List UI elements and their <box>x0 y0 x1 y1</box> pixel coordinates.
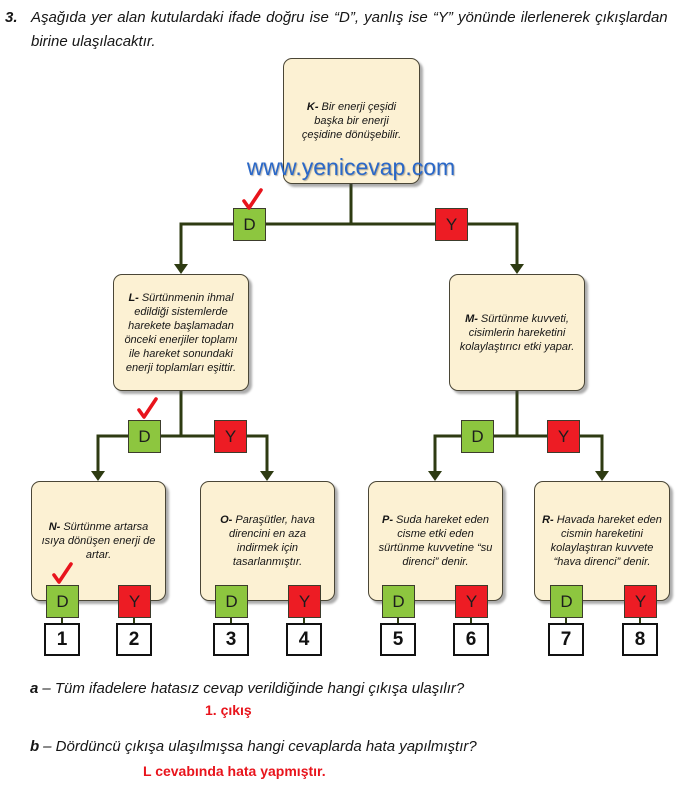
statement-line: O-Paraşütler, hava <box>220 513 315 527</box>
answer-b: L cevabında hata yapmıştır. <box>143 763 326 779</box>
statement-line: edildiği sistemlerde <box>134 305 228 318</box>
answer-a: 1. çıkış <box>205 702 252 718</box>
sub-question-letter: b <box>30 738 40 755</box>
branch-label-wrong: Y <box>547 420 580 453</box>
statement-line: K-Bir enerji çeşidi <box>307 100 396 114</box>
sub-question-b: b– Dördüncü çıkışa ulaşılmışsa hangi cev… <box>30 738 477 756</box>
question-text-line: Aşağıda yer alan kutulardaki ifade doğru… <box>31 9 668 26</box>
branch-label-correct: D <box>550 585 583 618</box>
statement-line: cisimlerin hareketini <box>468 326 566 339</box>
statement-line: cisme etki eden <box>397 528 474 540</box>
branch-label-correct: D <box>215 585 248 618</box>
exit-box-6: 6 <box>453 623 489 656</box>
statement-text: Sürtünme artarsa <box>63 521 149 533</box>
exit-box-4: 4 <box>286 623 322 656</box>
statement-line: N-Sürtünme artarsa <box>49 520 149 534</box>
exit-box-5: 5 <box>380 623 416 656</box>
branch-label-correct: D <box>382 585 415 618</box>
statement-line: M-Sürtünme kuvveti, <box>465 312 569 326</box>
statement-text: Bir enerji çeşidi <box>321 101 397 113</box>
statement-text: Sürtünmenin ihmal <box>141 291 234 304</box>
statement-line: “hava direnci” denir. <box>553 556 651 568</box>
statement-line: P-Suda hareket eden <box>382 513 489 527</box>
statement-text: Sürtünme kuvveti, <box>480 312 569 325</box>
statement-line: önceki enerjiler toplamı <box>124 333 238 346</box>
sub-question-text: – Tüm ifadelere hatasız cevap verildiğin… <box>42 680 465 697</box>
arrow-down-icon <box>428 471 442 481</box>
branch-label-wrong: Y <box>214 420 247 453</box>
arrow-down-icon <box>510 264 524 274</box>
statement-line: L-Sürtünmenin ihmal <box>128 291 233 305</box>
branch-label-wrong: Y <box>624 585 657 618</box>
statement-line: cismin hareketini <box>561 528 643 540</box>
statement-line: başka bir enerji <box>314 115 389 127</box>
statement-box-l: L-Sürtünmenin ihmal edildiği sistemlerde… <box>113 274 249 391</box>
statement-letter: R- <box>542 514 554 526</box>
statement-letter: P- <box>382 514 394 526</box>
sub-question-letter: a <box>30 680 39 697</box>
statement-box-m: M-Sürtünme kuvveti, cisimlerin hareketin… <box>449 274 585 391</box>
exit-box-8: 8 <box>622 623 658 656</box>
branch-label-correct: D <box>461 420 494 453</box>
statement-box-o: O-Paraşütler, hava direncini en aza indi… <box>200 481 335 601</box>
statement-line: direncini en aza <box>228 528 307 540</box>
statement-text: Suda hareket eden <box>396 514 489 526</box>
exit-box-2: 2 <box>116 623 152 656</box>
statement-line: çeşidine dönüşebilir. <box>301 129 402 141</box>
statement-line: artar. <box>85 549 112 561</box>
statement-box-r: R-Havada hareket eden cismin hareketini … <box>534 481 670 601</box>
statement-text: Paraşütler, hava <box>235 514 315 526</box>
statement-line: kolaylaştırıcı etki yapar. <box>459 340 575 353</box>
statement-line: direnci” denir. <box>402 556 469 568</box>
statement-line: sürtünme kuvvetine “su <box>378 542 493 554</box>
question-number: 3. <box>5 9 18 26</box>
arrow-down-icon <box>260 471 274 481</box>
statement-letter: N- <box>48 521 61 533</box>
sub-question-text: – Dördüncü çıkışa ulaşılmışsa hangi ceva… <box>43 738 477 755</box>
statement-line: tasarlanmıştır. <box>232 556 303 568</box>
arrow-down-icon <box>174 264 188 274</box>
statement-line: kolaylaştıran kuvvete <box>550 542 654 554</box>
statement-line: R-Havada hareket eden <box>542 513 662 527</box>
statement-letter: L- <box>128 291 139 304</box>
arrow-down-icon <box>595 471 609 481</box>
statement-letter: K- <box>306 101 319 113</box>
check-mark-icon <box>137 397 158 419</box>
statement-box-p: P-Suda hareket eden cisme etki eden sürt… <box>368 481 503 601</box>
exit-box-1: 1 <box>44 623 80 656</box>
statement-line: harekete başlamadan <box>128 319 234 332</box>
check-mark-icon <box>52 562 73 584</box>
branch-label-correct: D <box>46 585 79 618</box>
statement-letter: O- <box>220 514 233 526</box>
sub-question-a: a– Tüm ifadelere hatasız cevap verildiği… <box>30 680 464 698</box>
statement-line: indirmek için <box>236 542 299 554</box>
exit-box-3: 3 <box>213 623 249 656</box>
question-text-line: birine ulaşılacaktır. <box>31 33 156 50</box>
watermark: www.yenicevap.com <box>246 154 456 180</box>
statement-box-n: N-Sürtünme artarsa ısıya dönüşen enerji … <box>31 481 166 601</box>
branch-label-wrong: Y <box>118 585 151 618</box>
statement-line: ile hareket sonundaki <box>129 347 233 360</box>
statement-box-k: K-Bir enerji çeşidi başka bir enerji çeş… <box>283 58 420 184</box>
branch-label-wrong: Y <box>455 585 488 618</box>
branch-label-wrong: Y <box>435 208 468 241</box>
statement-text: Havada hareket eden <box>556 514 662 526</box>
branch-label-correct: D <box>233 208 266 241</box>
statement-letter: M- <box>465 312 478 325</box>
arrow-down-icon <box>91 471 105 481</box>
branch-label-wrong: Y <box>288 585 321 618</box>
statement-line: ısıya dönüşen enerji de <box>41 535 156 547</box>
statement-line: enerji toplamları eşittir. <box>125 361 237 374</box>
branch-label-correct: D <box>128 420 161 453</box>
exit-box-7: 7 <box>548 623 584 656</box>
check-mark-icon <box>242 188 263 210</box>
